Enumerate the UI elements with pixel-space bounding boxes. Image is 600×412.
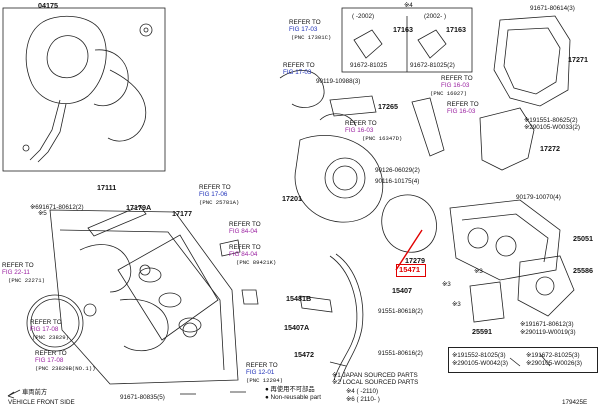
part-25591[interactable]: 25591 [472,327,492,336]
refer-16347D-line1: REFER TO [345,120,377,127]
refer-17301C-pnc: (PNC 17301C) [291,34,332,41]
part-17201[interactable]: 17201 [282,194,302,203]
part-91551-80616[interactable]: 91551-80616(2) [378,350,423,357]
legend-note-4: ※4 ( -2110) [346,388,379,395]
refer-23829-fig[interactable]: FIG 17-08 [30,326,59,333]
refer-16027-fig[interactable]: FIG 16-03 [441,82,470,89]
part-17279[interactable]: 17279 [405,256,425,265]
part-17163-a[interactable]: 17163 [393,25,413,34]
legend-non-reusable-jp: ● 再使用不可部品 [265,386,315,393]
refer-1603-line1: REFER TO [447,101,479,108]
refer-16347D-fig[interactable]: FIG 16-03 [345,127,374,134]
part-17163-b[interactable]: 17163 [446,25,466,34]
legend-local-sourced: ※2 LOCAL SOURCED PARTS [332,379,419,386]
part-17271[interactable]: 17271 [568,55,588,64]
refer-16027-pnc: (PNC 16027) [430,90,467,97]
refer-16347D-pnc: (PNC 16347D) [362,135,403,142]
refer-89421K-line1: REFER TO [229,244,261,251]
refer-1703-line1: REFER TO [283,62,315,69]
refer-22271-fig[interactable]: FIG 22-11 [2,269,30,276]
legend-note-6: ※6 ( 2110- ) [346,396,380,403]
part-25051[interactable]: 25051 [573,234,593,243]
star-note-3b: ※3 [442,281,451,288]
part-04175[interactable]: 04175 [38,1,58,10]
part-90119-W0019[interactable]: ※290119-W0019(3) [520,329,576,336]
highlight-box-15471 [396,264,426,277]
refer-25781A-fig[interactable]: FIG 17-06 [199,191,228,198]
highlight-pointer [395,229,423,271]
part-91672-81025-2[interactable]: 91672-81025(2) [410,62,455,69]
refer-22271-line1: REFER TO [2,262,34,269]
part-90116-10175[interactable]: 90116-10175(4) [375,178,420,185]
refer-8404-line1: REFER TO [229,221,261,228]
range-label-b: (2002- ) [424,13,447,20]
refer-89421K-pnc: (PNC 89421K) [236,259,277,266]
part-15472[interactable]: 15472 [294,350,314,359]
part-91551-80625[interactable]: ※191551-80625(2) [524,117,578,124]
refer-17301C-line1: REFER TO [289,19,321,26]
refer-8404-fig[interactable]: FIG 84-04 [229,228,258,235]
part-91671-80835[interactable]: 91671-80835(5) [120,394,165,401]
diagram-id: 179425E [562,399,588,406]
part-90119-10988[interactable]: 90119-10988(3) [316,78,361,85]
legend-fastener-frame [448,347,598,373]
part-17272[interactable]: 17272 [540,144,560,153]
refer-23829-pnc: (PNC 23829) [32,334,69,341]
part-90105-W0033[interactable]: ※290105-W0033(2) [524,124,581,131]
star-note-3c: ※3 [452,301,461,308]
part-91672-81025[interactable]: 91672-81025 [350,62,388,69]
legend-fastener-a1: ※191552-81025(3) [452,352,506,359]
refer-23829B-line1: REFER TO [35,350,67,357]
legend-non-reusable-en: ● Non-reusable part [265,394,321,401]
part-15471-highlighted[interactable]: 15471 [399,265,421,274]
refer-23829B-pnc: (PNC 23829B(NO.1)) [35,365,96,372]
part-17179A[interactable]: 17179A [126,203,152,212]
refer-89421K-fig[interactable]: FIG 84-04 [229,251,258,258]
refer-25781A-line1: REFER TO [199,184,231,191]
part-91671-80614[interactable]: 91671-80614(3) [530,5,575,12]
star-note-5: ※5 [38,210,47,217]
part-17177[interactable]: 17177 [172,209,192,218]
refer-12204-fig[interactable]: FIG 12-01 [246,369,275,376]
exhaust-manifold [449,199,561,281]
part-15407[interactable]: 15407 [392,286,412,295]
legend-fastener-a2: ※290105-W0042(3) [452,360,509,367]
part-25586[interactable]: 25586 [573,266,593,275]
o-ring [26,294,84,352]
intake-manifold-outline [49,209,239,385]
refer-12204-pnc: (PNC 12204) [246,377,283,384]
refer-1603-fig[interactable]: FIG 16-03 [447,108,476,115]
range-label-a: ( -2002) [352,13,375,20]
star-note-3a: ※3 [474,268,483,275]
part-17111[interactable]: 17111 [97,183,117,192]
legend-japan-sourced: ※1 JAPAN SOURCED PARTS [332,372,418,379]
part-15407A[interactable]: 15407A [284,323,310,332]
refer-23829-line1: REFER TO [30,319,62,326]
refer-22271-pnc: (PNC 22271) [8,277,45,284]
vehicle-front-jp: 車両前方 [22,389,48,396]
refer-16027-line1: REFER TO [441,75,473,82]
turbo-detail-frame [2,7,166,172]
part-91551-80618[interactable]: 91551-80618(2) [378,308,423,315]
part-90126-06029[interactable]: 90126-06029(2) [375,167,420,174]
refer-17301C-fig[interactable]: FIG 17-03 [289,26,318,33]
vehicle-front-en: VEHICLE FRONT SIDE [8,399,75,406]
refer-23829B-fig[interactable]: FIG 17-08 [35,357,64,364]
legend-fastener-b1: ※191672-81025(3) [526,352,580,359]
part-15481B[interactable]: 15481B [286,294,312,303]
refer-1703-fig[interactable]: FIG 17-03 [283,69,312,76]
part-17265[interactable]: 17265 [378,102,398,111]
part-91671-80612-3[interactable]: ※191671-80612(3) [520,321,574,328]
part-90179-10070[interactable]: 90179-10070(4) [516,194,561,201]
legend-fastener-b2: ※290105-W0026(3) [526,360,583,367]
part-91671-80612[interactable]: ※691671-80612(2) [30,204,84,211]
refer-12204-line1: REFER TO [246,362,278,369]
heat-shield-upper [493,15,571,107]
refer-25781A-pnc: (PNC 25781A) [199,199,240,206]
star-note-4-top: ※4 [404,2,413,9]
